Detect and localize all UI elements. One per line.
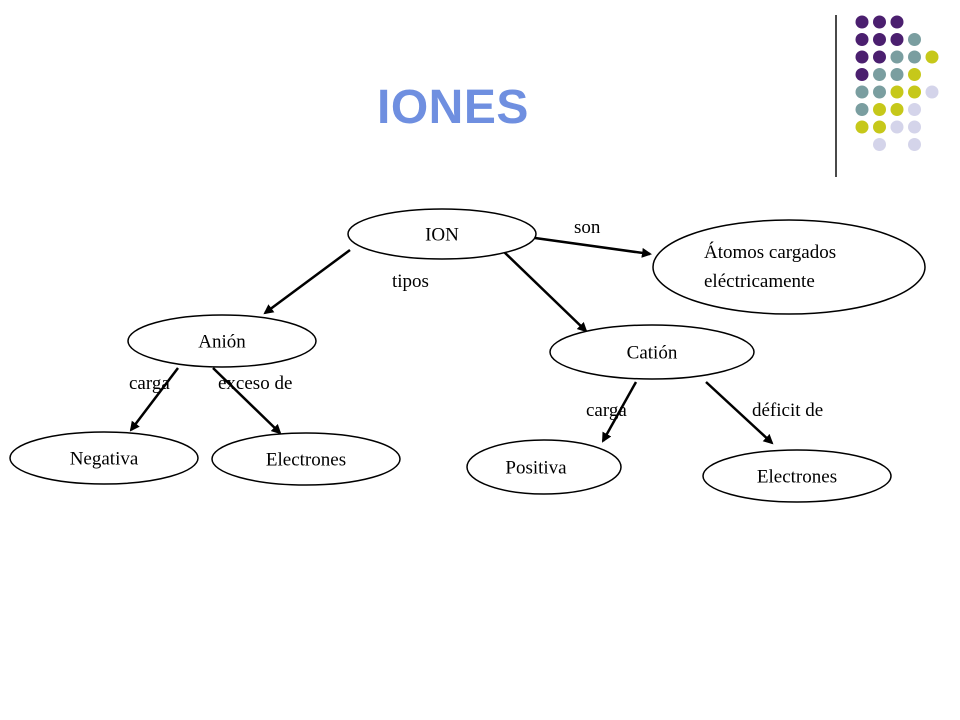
decorative-dot: [873, 138, 886, 151]
edge-labels: son tipos carga exceso de carga déficit …: [129, 217, 823, 421]
arrow-ion-to-anion: [263, 248, 351, 315]
decorative-dot: [873, 33, 886, 46]
node-negativa: Negativa: [9, 431, 199, 485]
decorative-dot: [890, 33, 904, 46]
decorative-dot: [855, 33, 869, 46]
edge-label-deficit: déficit de: [752, 400, 823, 421]
decorative-dot: [873, 103, 886, 116]
decorative-dot-grid: [855, 15, 939, 151]
node-atomos-shape: [652, 219, 926, 315]
edge-label-carga-anion: carga: [129, 373, 170, 394]
node-electrones-cation-label: Electrones: [757, 467, 837, 488]
node-negativa-label: Negativa: [70, 449, 139, 470]
node-electrones-cation-shape: [702, 449, 892, 503]
arrow-cation-to-electrones: [705, 381, 774, 445]
decorative-vertical-line: [835, 15, 837, 177]
decorative-dot: [925, 85, 939, 99]
arrow-anion-to-negativa: [129, 367, 179, 432]
decorative-dot: [873, 15, 886, 29]
arrow-cation-to-positiva: [601, 381, 638, 443]
node-ion-label: ION: [425, 225, 459, 246]
decorative-dot: [873, 120, 886, 134]
decorative-dot: [855, 15, 869, 29]
node-positiva-label: Positiva: [505, 458, 567, 479]
node-cation-label: Catión: [627, 343, 678, 364]
node-ion: ION: [347, 208, 537, 260]
edge-label-son: son: [574, 217, 601, 238]
edge-label-exceso: exceso de: [218, 373, 292, 394]
node-electrones-anion: Electrones: [211, 432, 401, 486]
node-cation-shape: [549, 324, 755, 380]
decorative-dot: [873, 85, 886, 99]
decorative-dot: [925, 50, 939, 64]
decorative-dot: [873, 68, 886, 81]
decorative-dot: [908, 50, 921, 64]
node-electrones-anion-shape: [211, 432, 401, 486]
node-positiva: Positiva: [466, 439, 622, 495]
edge-label-tipos: tipos: [392, 271, 429, 292]
arrows: [129, 236, 774, 445]
decorative-dot: [908, 138, 921, 151]
node-atomos: Átomos cargados eléctricamente: [652, 219, 926, 315]
decorative-dot: [908, 85, 921, 99]
arrow-ion-to-atomos: [534, 236, 652, 258]
decorative-dot: [908, 120, 921, 134]
node-cation: Catión: [549, 324, 755, 380]
decorative-dot: [855, 68, 869, 81]
decorative-dot: [873, 50, 886, 64]
decorative-dot: [890, 120, 904, 134]
node-atomos-label-line2: eléctricamente: [704, 271, 815, 292]
decorative-dot: [890, 85, 904, 99]
node-ion-shape: [347, 208, 537, 260]
edge-label-carga-cation: carga: [586, 400, 627, 421]
node-anion: Anión: [127, 314, 317, 368]
decorative-dot: [908, 33, 921, 46]
decorative-dot: [890, 103, 904, 116]
decorative-dot: [908, 68, 921, 81]
node-atomos-label-line1: Átomos cargados: [704, 241, 836, 263]
decorative-dot: [908, 103, 921, 116]
arrow-ion-to-cation: [501, 249, 588, 333]
node-anion-shape: [127, 314, 317, 368]
decorative-dot: [890, 50, 904, 64]
arrow-anion-to-electrones: [212, 367, 282, 435]
node-electrones-anion-label: Electrones: [266, 450, 346, 471]
node-electrones-cation: Electrones: [702, 449, 892, 503]
slide-title: IONES: [377, 81, 529, 134]
decorative-dot: [890, 15, 904, 29]
decorative-dot: [855, 85, 869, 99]
node-anion-label: Anión: [198, 332, 246, 353]
node-positiva-shape: [466, 439, 622, 495]
decorative-dot: [855, 120, 869, 134]
node-negativa-shape: [9, 431, 199, 485]
decorative-dot: [890, 68, 904, 81]
decorative-dot: [855, 103, 869, 116]
decorative-dot: [855, 50, 869, 64]
